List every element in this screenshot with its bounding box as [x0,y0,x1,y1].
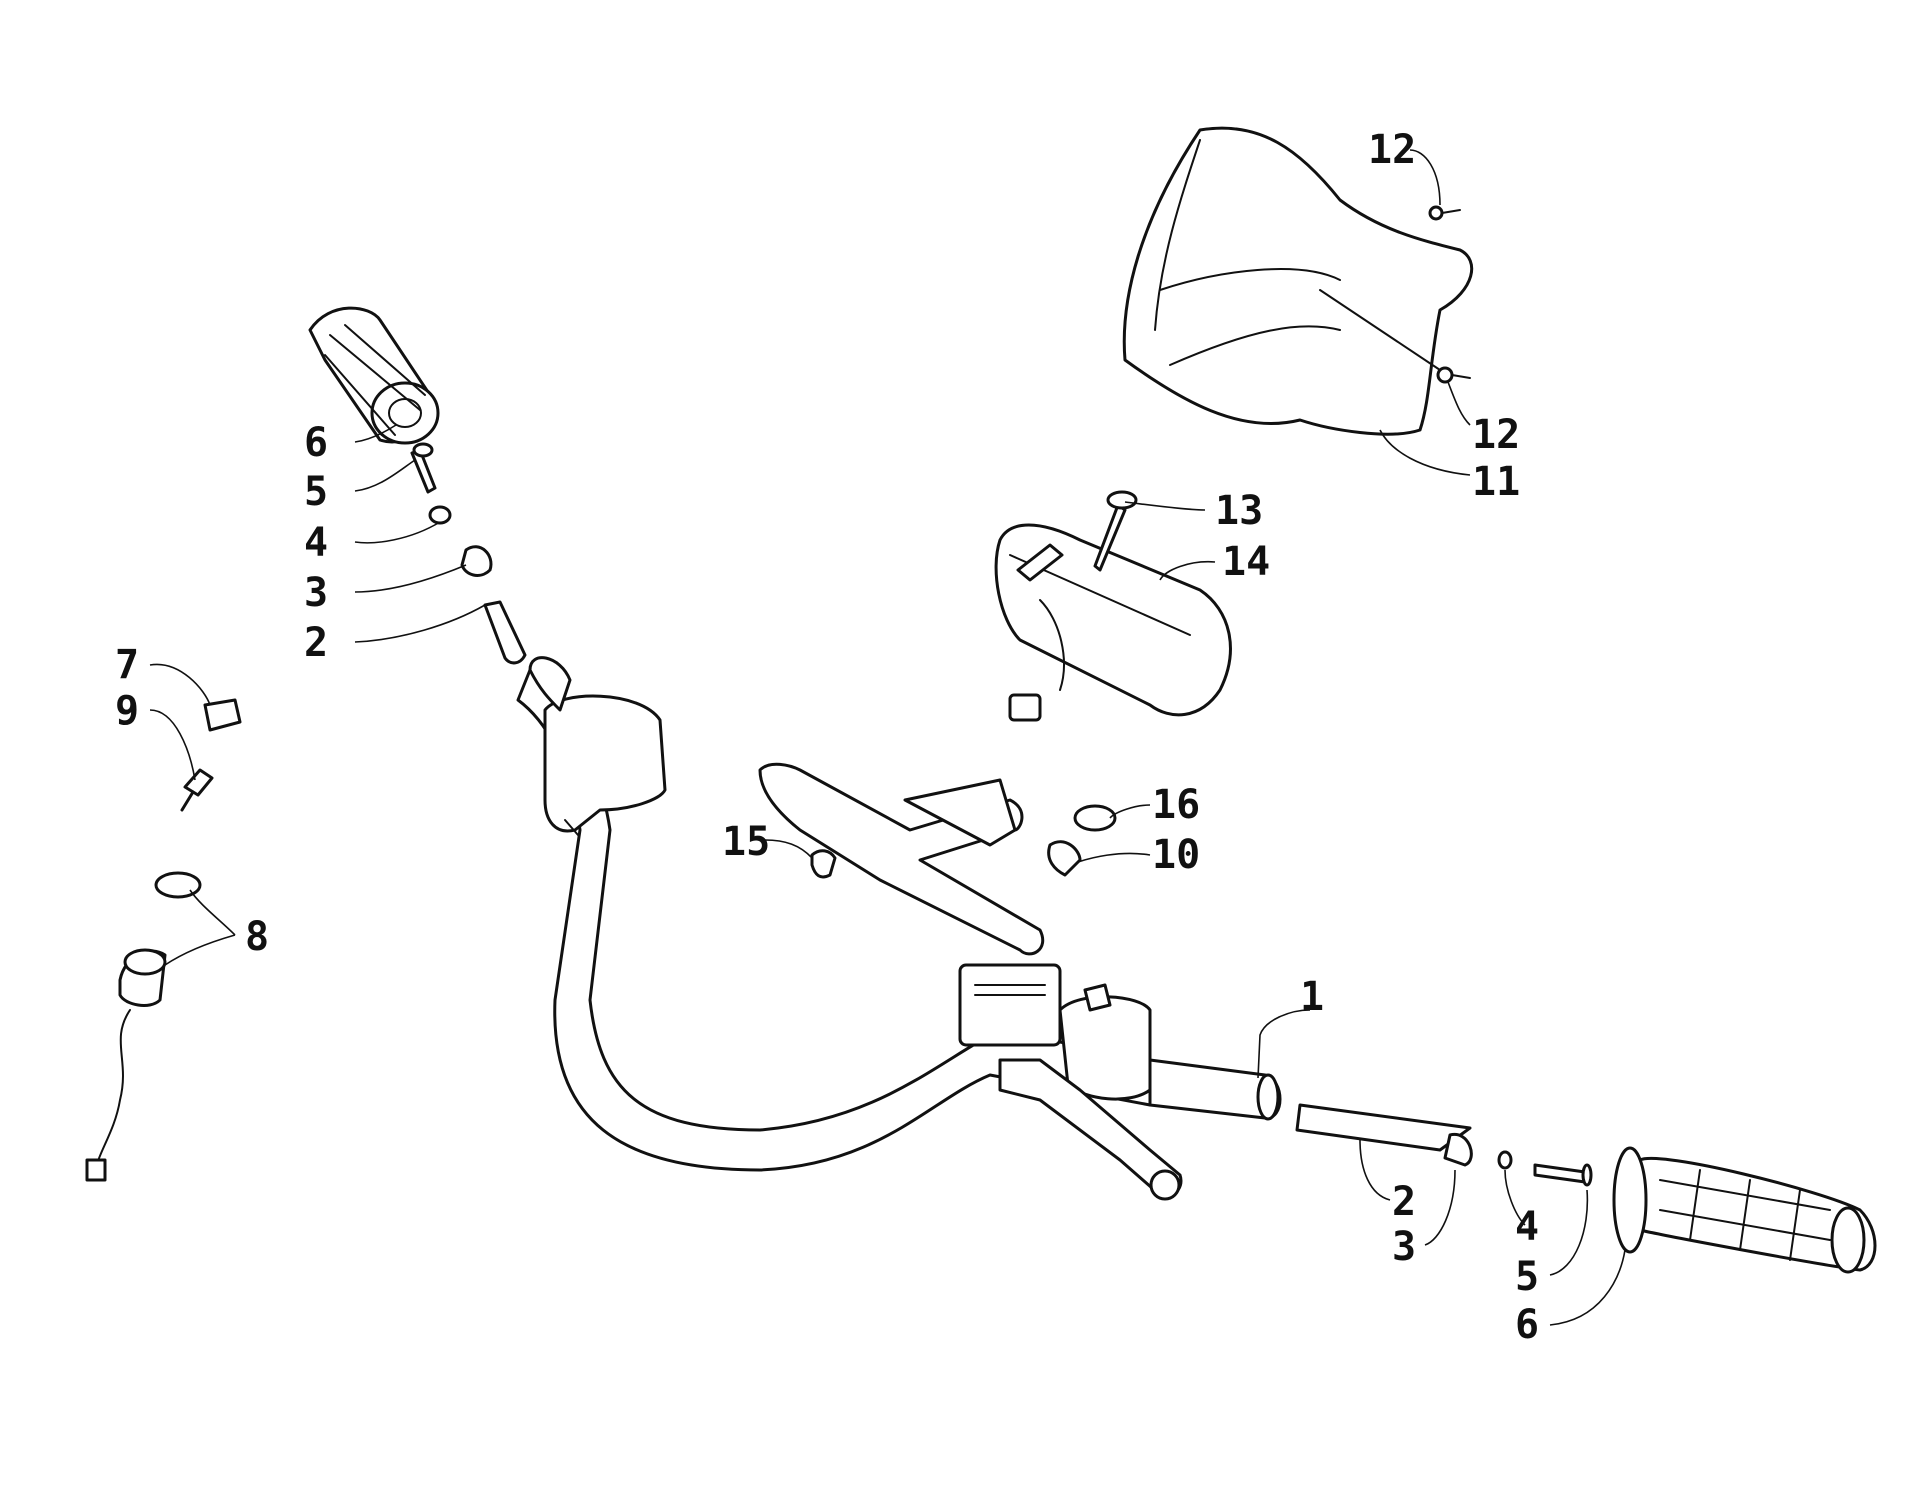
callout-6-right: 6 [1515,1302,1539,1348]
callout-3-right: 3 [1392,1224,1416,1270]
ignition-switch-set [85,698,242,1182]
callout-15: 15 [722,819,770,865]
callout-4-left: 4 [304,520,328,566]
callout-labels: 6 5 4 3 2 7 9 8 12 12 11 13 14 16 10 15 … [115,127,1539,1348]
master-cylinder-assembly [958,963,1183,1201]
callout-3-left: 3 [304,570,328,616]
callout-12-bottom: 12 [1472,412,1520,458]
speedometer-set [758,490,1232,956]
left-grip-set [308,306,527,665]
callout-6-left: 6 [304,420,328,466]
callout-10: 10 [1152,832,1200,878]
right-grip-set [1295,1103,1877,1274]
callout-9: 9 [115,688,139,734]
callout-5-right: 5 [1515,1254,1539,1300]
left-switch-housing [528,656,667,836]
callout-11: 11 [1472,459,1520,505]
callout-13: 13 [1215,488,1263,534]
callout-2-left: 2 [304,620,328,666]
callout-12-top: 12 [1368,127,1416,173]
callout-7: 7 [115,642,139,688]
leader-lines [149,149,1626,1326]
handlebar-pod-cover [1122,126,1474,436]
callout-14: 14 [1222,539,1270,585]
callout-1: 1 [1300,974,1324,1020]
callout-16: 16 [1152,782,1200,828]
callout-2-right: 2 [1392,1179,1416,1225]
callout-8: 8 [245,914,269,960]
callout-4-right: 4 [1515,1204,1539,1250]
callout-5-left: 5 [304,469,328,515]
